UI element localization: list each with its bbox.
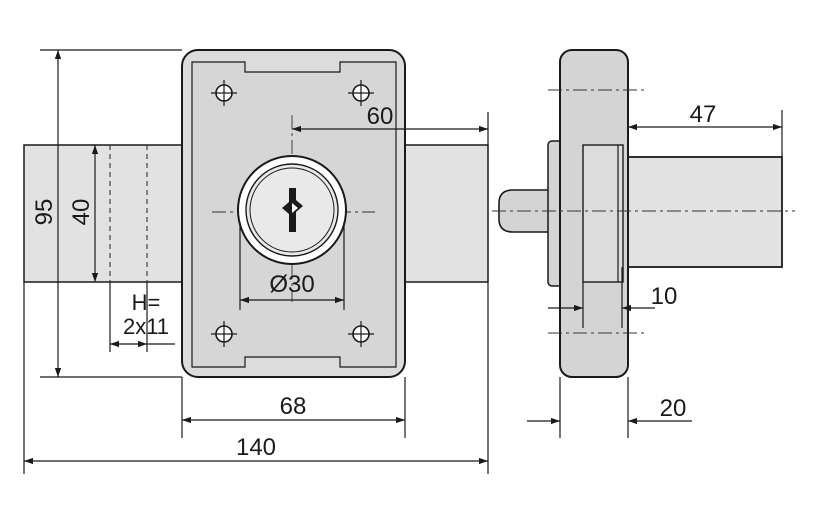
throw-label: 60 bbox=[367, 103, 394, 130]
hole-size-label: 2x11 bbox=[123, 314, 169, 339]
screw-hole-top-right bbox=[348, 80, 374, 106]
side-view: 47 10 20 bbox=[492, 49, 795, 438]
body-width-label: 68 bbox=[280, 393, 307, 420]
plate-thickness-label: 20 bbox=[660, 395, 687, 422]
diameter-label: Ø30 bbox=[269, 271, 314, 298]
projection-label: 47 bbox=[690, 101, 717, 128]
screw-hole-top-left bbox=[211, 80, 237, 106]
screw-hole-bottom-right bbox=[348, 321, 374, 347]
overall-width-label: 140 bbox=[236, 434, 276, 461]
screw-hole-bottom-left bbox=[211, 321, 237, 347]
bolt-height-label: 40 bbox=[68, 199, 95, 226]
key-cylinder bbox=[237, 155, 347, 265]
side-cylinder bbox=[621, 156, 783, 268]
flange-label: 10 bbox=[651, 283, 678, 310]
side-boss bbox=[582, 144, 624, 283]
height-label: 95 bbox=[31, 199, 58, 226]
hole-label: H= bbox=[132, 290, 161, 315]
front-view: Ø30 60 95 40 H= 2x11 68 140 bbox=[23, 49, 489, 474]
